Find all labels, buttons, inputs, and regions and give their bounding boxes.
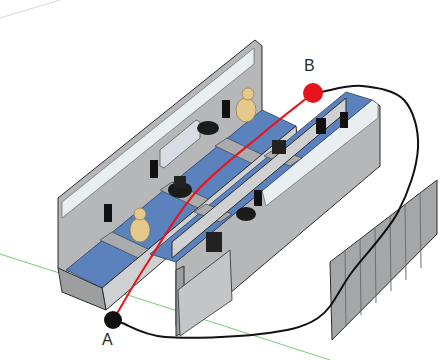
cubicle-divider <box>160 120 200 168</box>
seated-person <box>134 208 146 220</box>
seated-person <box>130 218 150 242</box>
ground-line <box>0 254 330 360</box>
office-chair <box>316 118 326 134</box>
monitor <box>104 204 112 222</box>
seated-person <box>242 88 254 100</box>
desk-surface <box>150 92 372 262</box>
ground-line <box>0 0 60 18</box>
point-label: B <box>304 57 315 75</box>
office-chair <box>174 176 186 188</box>
walking-path <box>118 99 306 312</box>
office-chair <box>236 207 256 221</box>
front-partition <box>172 98 346 258</box>
end-panel <box>58 268 106 310</box>
wall-stripes <box>345 193 421 327</box>
monitor <box>150 160 158 178</box>
point-marker: A <box>104 311 122 329</box>
monitor <box>254 190 262 206</box>
office-chair <box>197 121 219 135</box>
office-chair <box>206 232 222 252</box>
seated-person <box>236 98 256 122</box>
monitor <box>222 100 230 118</box>
wall-panel <box>330 180 437 340</box>
office-chair <box>272 140 286 154</box>
monitor <box>340 112 348 128</box>
point-marker: B <box>303 83 323 103</box>
point-label: A <box>102 331 113 349</box>
walking-path <box>122 86 419 338</box>
cubicle-side-panel <box>178 250 232 336</box>
